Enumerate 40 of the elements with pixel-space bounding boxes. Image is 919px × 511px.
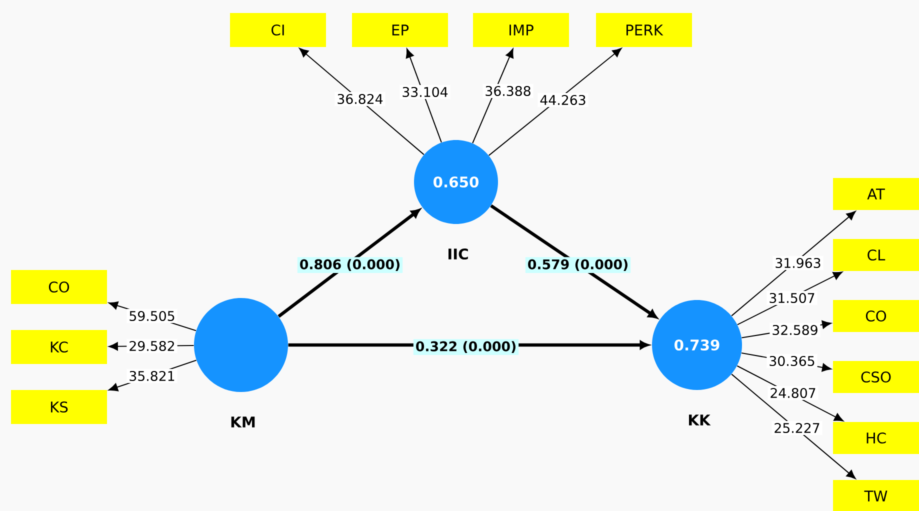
arrow (488, 48, 622, 156)
edge-label: 30.365 (766, 354, 818, 368)
indicator-box: HC (833, 422, 919, 454)
edge-label: 29.582 (126, 338, 178, 354)
construct-name: KK (688, 414, 711, 426)
edge-label: 33.104 (400, 84, 450, 100)
edge-label: 0.579 (0.000) (525, 257, 631, 273)
indicator-box: IMP (473, 13, 569, 47)
edge-label: 0.322 (0.000) (413, 339, 519, 355)
arrow (731, 374, 856, 480)
edge-label: 24.807 (768, 386, 818, 400)
edge-label: 44.263 (538, 92, 588, 108)
arrow (731, 210, 856, 316)
edge-label: 36.388 (482, 84, 534, 98)
edge-label: 25.227 (772, 420, 822, 436)
arrow (472, 48, 514, 144)
indicator-box: KC (11, 330, 107, 364)
indicator-box: AT (833, 178, 919, 210)
arrow (278, 208, 420, 318)
edge-label: 0.806 (0.000) (297, 257, 403, 273)
edge-label: 31.963 (772, 256, 824, 270)
indicator-box: PERK (596, 13, 692, 47)
construct-name: KM (231, 416, 255, 428)
indicator-box: CO (833, 300, 919, 332)
arrow (490, 204, 658, 318)
construct-name: IIC (448, 248, 468, 260)
arrow (406, 48, 442, 143)
edge-label: 35.821 (126, 368, 178, 384)
edge-label: 59.505 (126, 308, 178, 324)
arrow (299, 48, 424, 155)
edge-label: 36.824 (334, 92, 386, 106)
edge-label: 32.589 (770, 322, 820, 338)
indicator-box: CO (11, 270, 107, 304)
indicator-box: CI (230, 13, 326, 47)
indicator-box: KS (11, 390, 107, 424)
indicator-box: CL (833, 239, 919, 271)
indicator-box: TW (833, 480, 919, 511)
indicator-box: CSO (833, 361, 919, 393)
indicator-box: EP (352, 13, 448, 47)
edge-label: 31.507 (766, 290, 818, 306)
